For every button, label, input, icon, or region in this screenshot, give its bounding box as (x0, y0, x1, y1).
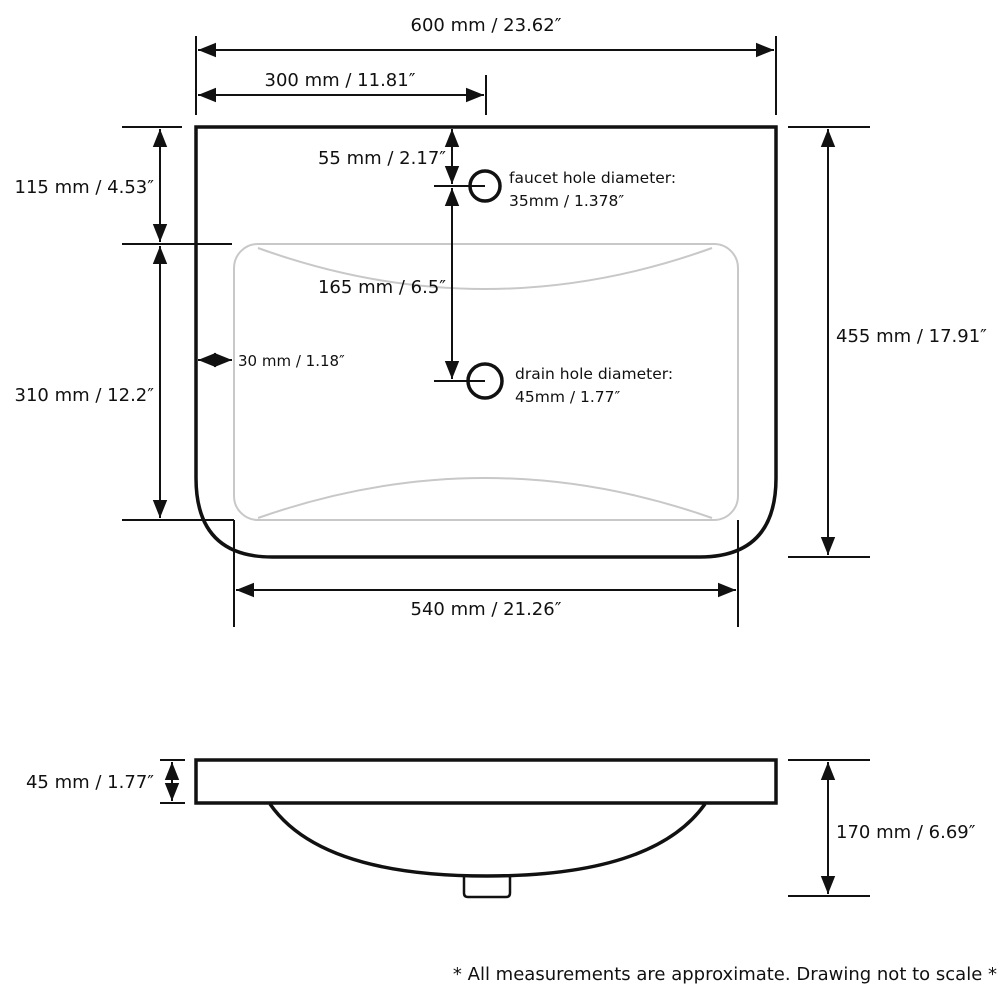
faucet-hole-value: 35mm / 1.378″ (509, 192, 624, 210)
countertop-profile (194, 758, 778, 805)
drain-outlet (462, 876, 512, 899)
top-view: 600 mm / 23.62″ 300 mm / 11.81″ 55 mm / … (15, 15, 987, 627)
basin-outline (233, 243, 739, 521)
basin-width-label: 540 mm / 21.26″ (411, 599, 562, 620)
overall-height-label: 170 mm / 6.69″ (836, 822, 976, 843)
sink-outline (194, 125, 778, 559)
faucet-offset-label: 300 mm / 11.81″ (265, 70, 416, 91)
bowl-profile (268, 802, 707, 878)
overall-depth-label: 455 mm / 17.91″ (836, 326, 987, 347)
basin-top-curve (257, 247, 713, 290)
side-ledge-label: 30 mm / 1.18″ (238, 352, 345, 370)
drain-hole-value: 45mm / 1.77″ (515, 388, 621, 406)
faucet-from-back-label: 55 mm / 2.17″ (318, 148, 446, 169)
top-thickness-label: 45 mm / 1.77″ (26, 772, 154, 793)
drain-hole-title: drain hole diameter: (515, 365, 673, 383)
back-ledge-label: 115 mm / 4.53″ (15, 177, 155, 198)
basin-bottom-curve (257, 477, 713, 519)
faucet-to-drain-label: 165 mm / 6.5″ (318, 277, 446, 298)
side-view: 45 mm / 1.77″ 170 mm / 6.69″ (26, 758, 976, 899)
faucet-hole-title: faucet hole diameter: (509, 169, 676, 187)
overall-width-label: 600 mm / 23.62″ (411, 15, 562, 36)
basin-length-label: 310 mm / 12.2″ (15, 385, 155, 406)
footnote: * All measurements are approximate. Draw… (453, 964, 997, 985)
